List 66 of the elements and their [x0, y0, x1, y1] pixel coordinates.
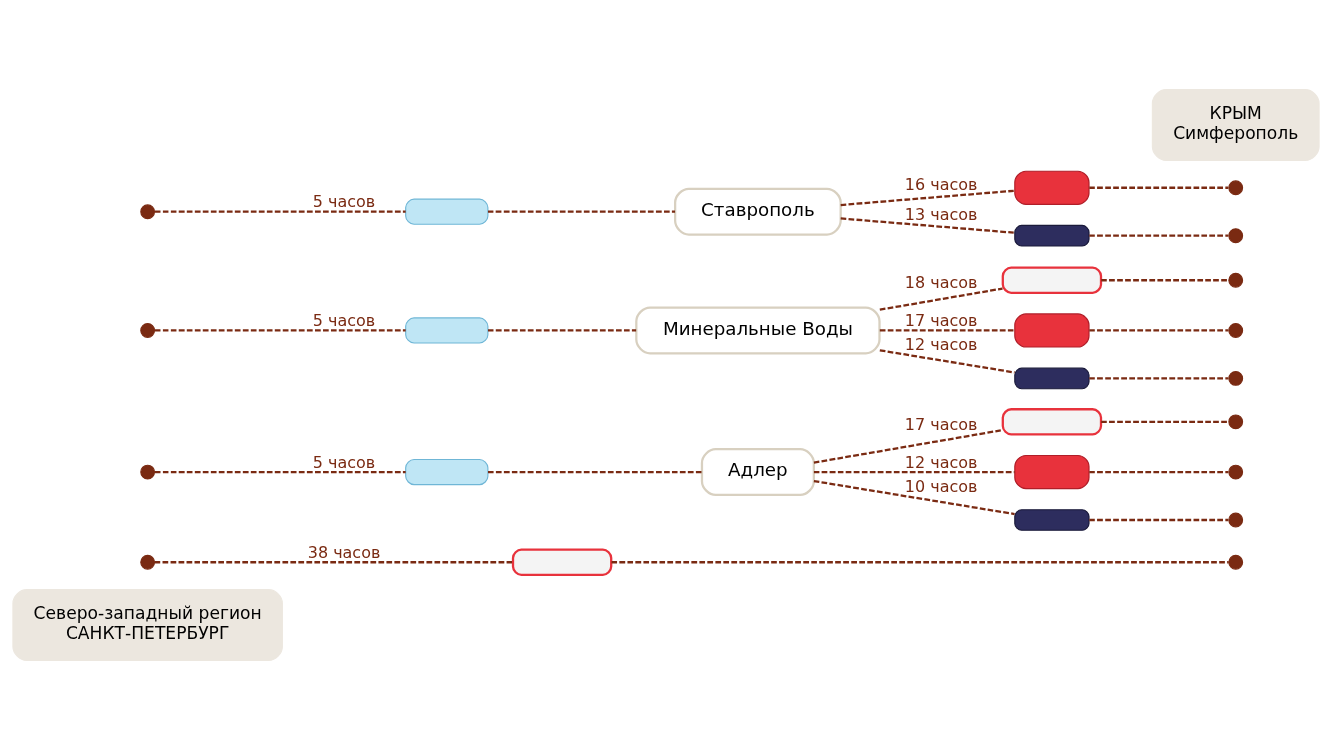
node-car — [1014, 367, 1090, 389]
connector — [1089, 518, 1229, 521]
node-circle — [1228, 413, 1244, 429]
node-bus — [1014, 170, 1090, 205]
connector — [1089, 470, 1229, 473]
connector — [840, 216, 1015, 234]
node-car — [1014, 508, 1090, 531]
edge-label: 12 часов — [904, 334, 978, 354]
edge-label: 18 часов — [904, 272, 978, 292]
node-bus — [1014, 312, 1090, 348]
connector — [155, 470, 406, 473]
node-box: Минеральные Воды — [635, 306, 881, 354]
connector — [1089, 328, 1229, 332]
node-circle — [1228, 322, 1244, 338]
node-car — [1014, 224, 1090, 247]
connector — [879, 348, 1015, 374]
node-airplane — [405, 316, 489, 344]
edge-label: 17 часов — [904, 310, 978, 330]
node-circle — [1228, 370, 1244, 386]
node-circle — [1228, 227, 1244, 243]
node-box: КРЫМ Симферополь — [1151, 88, 1320, 161]
edge-label: 38 часов — [307, 542, 381, 562]
edge-label: 13 часов — [904, 204, 978, 224]
node-circle — [140, 322, 156, 338]
node-circle — [140, 203, 156, 219]
connector — [611, 560, 1229, 563]
connector — [879, 328, 1015, 332]
edge-label: 10 часов — [904, 476, 978, 496]
connector — [488, 470, 702, 473]
edge-label: 17 часов — [904, 414, 978, 434]
node-circle — [1228, 512, 1244, 527]
connector — [1089, 186, 1229, 189]
node-circle — [140, 464, 156, 479]
node-circle — [1228, 272, 1244, 288]
edge-label: 16 часов — [904, 174, 978, 194]
connector — [155, 210, 406, 213]
connector — [1101, 420, 1229, 423]
node-airplane — [405, 458, 489, 485]
connector — [155, 328, 406, 332]
connector — [1089, 376, 1229, 380]
edge-label: 12 часов — [904, 452, 978, 472]
node-train — [511, 548, 613, 576]
node-circle — [1228, 179, 1244, 195]
edge-label: 5 часов — [312, 191, 376, 211]
node-circle — [1228, 554, 1244, 570]
connector — [813, 428, 1003, 464]
node-circle — [140, 554, 156, 570]
edge-label: 5 часов — [312, 310, 376, 330]
node-box: Ставрополь — [674, 187, 842, 236]
connector — [1101, 278, 1229, 281]
node-box: Северо-западный регион САНКТ-ПЕТЕРБУРГ — [12, 588, 283, 661]
connector — [840, 189, 1015, 206]
connector — [154, 560, 513, 563]
node-bus — [1014, 454, 1090, 489]
node-airplane — [405, 198, 489, 225]
edge-label: 5 часов — [312, 452, 376, 472]
connector — [813, 470, 1015, 473]
connector — [1089, 234, 1229, 237]
connector — [488, 328, 637, 332]
connector — [813, 479, 1015, 515]
connector — [879, 286, 1003, 311]
connector — [488, 210, 676, 213]
node-train — [1001, 266, 1103, 294]
node-box: Адлер — [700, 447, 815, 496]
node-train — [1001, 407, 1103, 435]
node-circle — [1228, 464, 1244, 479]
